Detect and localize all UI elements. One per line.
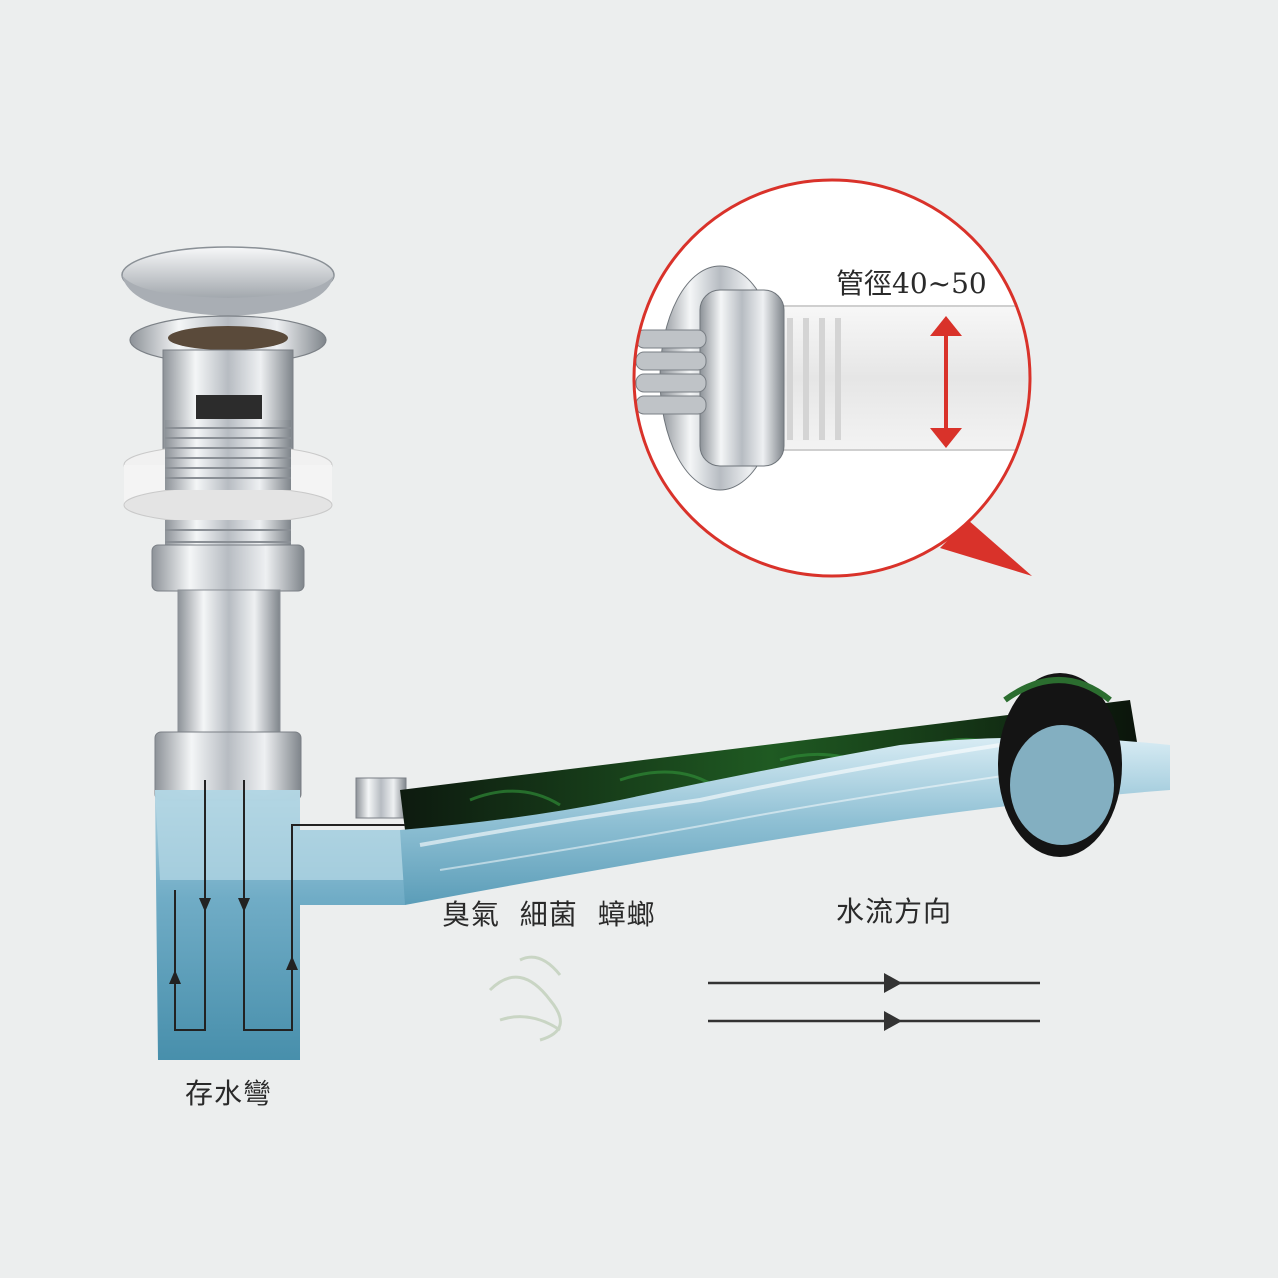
water-flow-direction-label: 水流方向 [836, 895, 953, 928]
up-arrow-icon [286, 956, 298, 970]
flow-direction-arrows [708, 973, 1040, 1031]
down-arrow-icon [199, 898, 211, 912]
callout-pointer-icon [940, 520, 1032, 576]
water-trap-label: 存水彎 [185, 1077, 273, 1110]
up-arrow-icon [169, 970, 181, 984]
popup-drain [121, 246, 335, 801]
water-trap [155, 777, 407, 1060]
up-down-arrow-icon [930, 316, 962, 448]
bacteria-smudge [488, 955, 562, 1042]
down-arrow-icon [238, 898, 250, 912]
horizontal-pipe [400, 673, 1170, 905]
pipe-diameter-label: 管徑40~50 [836, 267, 987, 300]
flow-arrow-icon [884, 1011, 902, 1031]
odor-bacteria-cockroach-label: 臭氣 細菌 蟑螂 [442, 898, 656, 931]
flow-arrow-icon [884, 973, 902, 993]
pipe-diameter-callout [632, 178, 1032, 578]
